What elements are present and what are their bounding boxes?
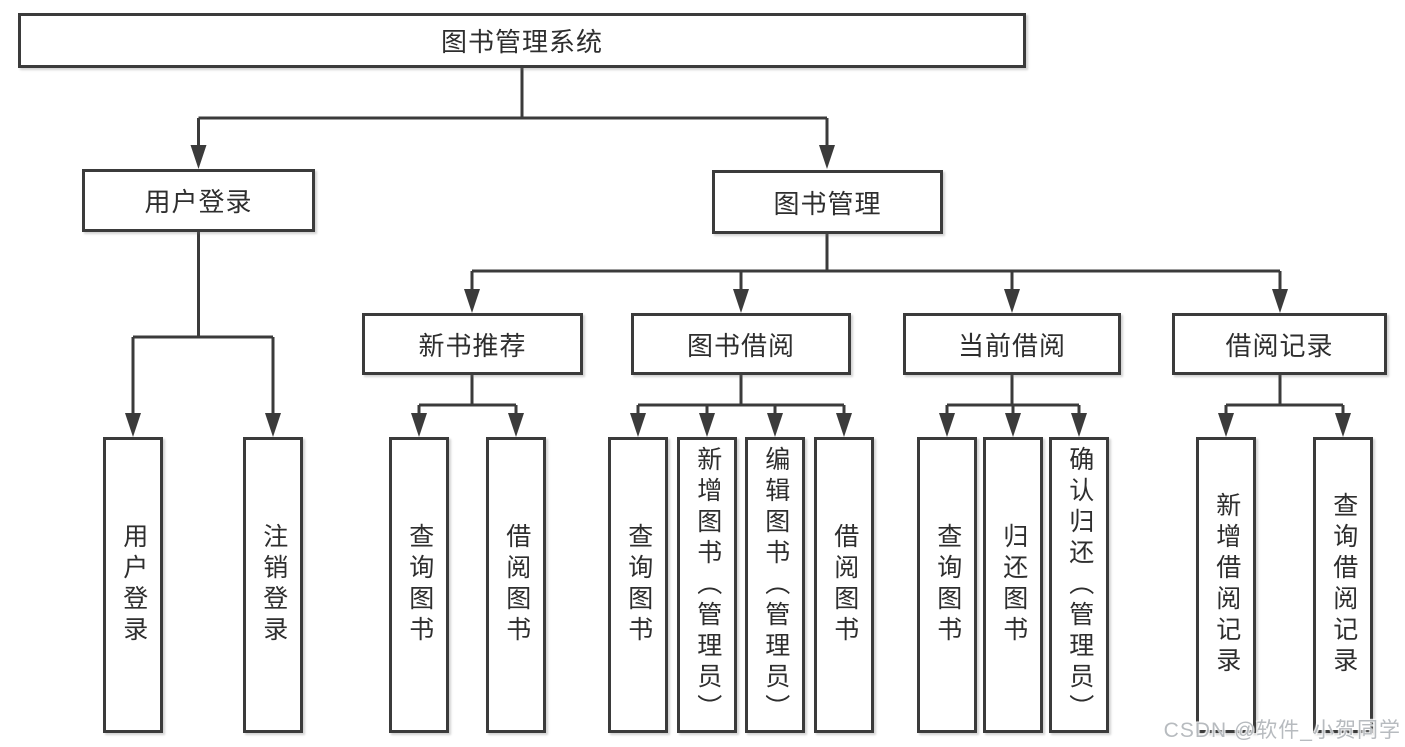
arrow-down-icon [630,413,646,437]
arrow-down-icon [265,413,281,437]
node-label: 当前借阅 [957,330,1066,361]
leaf-user-login: 用户登录 [103,437,163,733]
leaf-borrow-books-2: 借阅图书 [814,437,874,733]
node-current-borrow: 当前借阅 [903,313,1121,375]
node-label: 图书管理 [773,188,882,219]
leaf-borrow-books-1: 借阅图书 [486,437,546,733]
node-label: 归还图书 [999,523,1028,647]
node-book-management: 图书管理 [712,170,943,234]
node-label: 查询图书 [933,523,962,647]
leaf-query-borrow-record: 查询借阅记录 [1313,437,1373,733]
node-label: 查询借阅记录 [1329,492,1358,678]
arrow-down-icon [1335,413,1351,437]
node-borrow-records: 借阅记录 [1172,313,1387,375]
node-label: 编辑图书（管理员） [761,445,790,725]
node-user-login: 用户登录 [82,169,315,232]
connector-book-management-children [464,234,1288,313]
node-label: 新增借阅记录 [1212,492,1241,678]
node-label: 注销登录 [259,523,288,647]
arrow-down-icon [411,413,427,437]
connector-current-borrow-children [939,375,1087,437]
node-label: 图书管理系统 [440,27,603,57]
leaf-logout: 注销登录 [243,437,303,733]
connector-root-to-level2 [190,68,835,169]
node-label: 查询图书 [624,523,653,647]
node-label: 借阅图书 [830,523,859,647]
node-label: 确认归还（管理员） [1065,445,1094,725]
leaf-return-book: 归还图书 [983,437,1043,733]
arrow-down-icon [464,289,480,313]
node-label: 新增图书（管理员） [693,445,722,725]
connector-new-book-children [411,375,524,437]
node-label: 用户登录 [119,523,148,647]
arrow-down-icon [1004,289,1020,313]
arrow-down-icon [836,413,852,437]
leaf-query-books-1: 查询图书 [389,437,449,733]
leaf-query-books-2: 查询图书 [608,437,668,733]
leaf-add-book-admin: 新增图书（管理员） [677,437,737,733]
node-label: 借阅图书 [502,523,531,647]
arrow-down-icon [190,145,207,169]
connector-borrow-records-children [1218,375,1351,437]
node-label: 图书借阅 [686,330,795,361]
node-label: 新书推荐 [418,330,527,361]
leaf-edit-book-admin: 编辑图书（管理员） [745,437,805,733]
arrow-down-icon [767,413,783,437]
node-label: 借阅记录 [1225,330,1334,361]
arrow-down-icon [125,413,141,437]
node-new-book-recommend: 新书推荐 [362,313,583,375]
arrow-down-icon [1071,413,1087,437]
arrow-down-icon [508,413,524,437]
node-book-borrow: 图书借阅 [631,313,851,375]
connector-book-borrow-children [630,375,852,437]
node-label: 查询图书 [405,523,434,647]
leaf-query-books-3: 查询图书 [917,437,977,733]
leaf-confirm-return-admin: 确认归还（管理员） [1049,437,1109,733]
arrow-down-icon [1005,413,1021,437]
arrow-down-icon [1218,413,1234,437]
node-library-system: 图书管理系统 [18,13,1026,68]
arrow-down-icon [939,413,955,437]
leaf-add-borrow-record: 新增借阅记录 [1196,437,1256,733]
arrow-down-icon [699,413,715,437]
node-label: 用户登录 [144,187,253,217]
arrow-down-icon [819,145,835,169]
arrow-down-icon [733,289,749,313]
csdn-watermark: CSDN @软件_小贺同学 [1163,719,1401,742]
arrow-down-icon [1272,289,1288,313]
connector-user-login-children [125,232,281,437]
